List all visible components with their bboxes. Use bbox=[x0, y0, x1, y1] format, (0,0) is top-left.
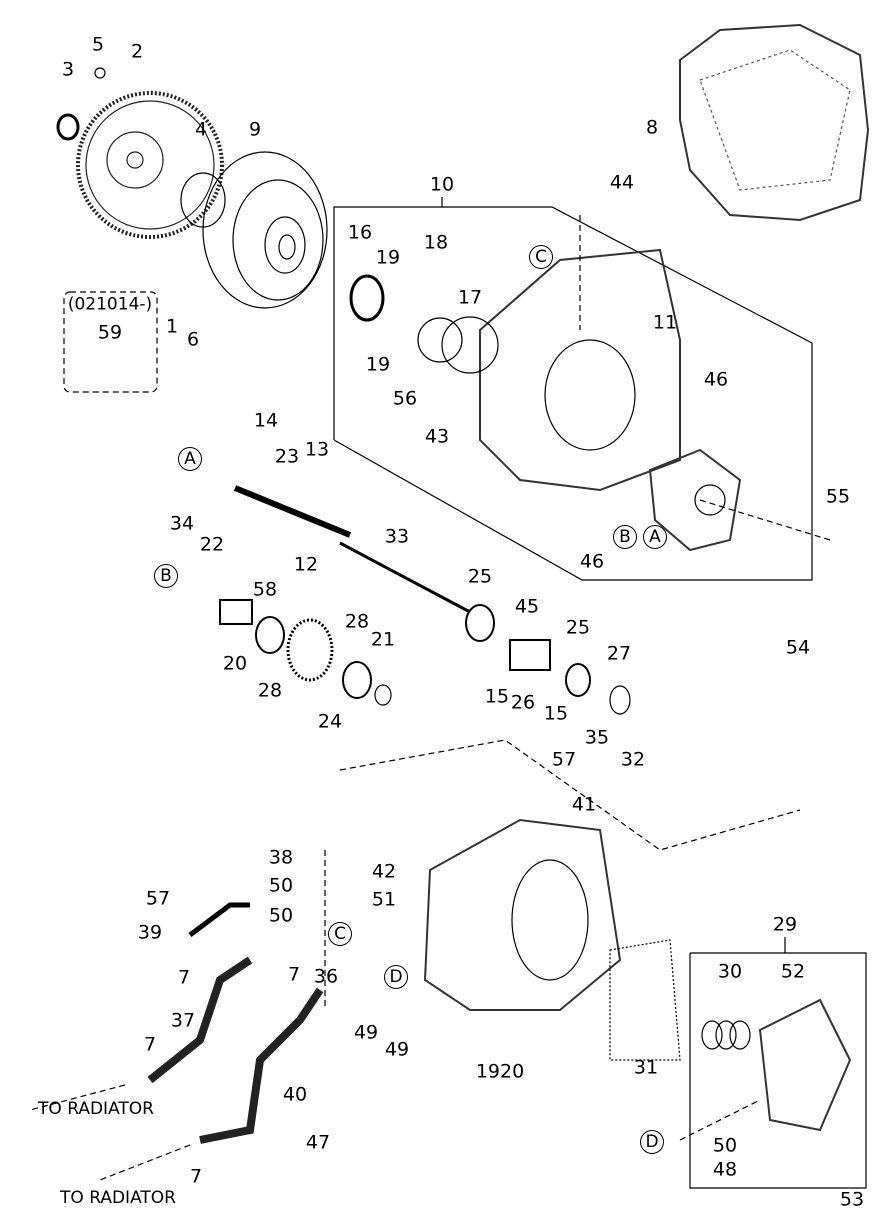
part-label[interactable]: 43 bbox=[424, 425, 450, 448]
part-label[interactable]: 1920 bbox=[475, 1060, 525, 1083]
reference-callout-a[interactable]: A bbox=[643, 525, 667, 549]
part-label[interactable]: 45 bbox=[514, 595, 540, 618]
part-label[interactable]: 14 bbox=[253, 409, 279, 432]
reference-callout-d[interactable]: D bbox=[384, 965, 408, 989]
part-label[interactable]: 56 bbox=[392, 387, 418, 410]
part-label[interactable]: 11 bbox=[652, 311, 678, 334]
part-label[interactable]: 59 bbox=[97, 321, 123, 344]
part-label[interactable]: 34 bbox=[169, 512, 195, 535]
part-label[interactable]: 50 bbox=[712, 1134, 738, 1157]
part-label[interactable]: 12 bbox=[293, 553, 319, 576]
part-label[interactable]: 53 bbox=[839, 1188, 865, 1211]
reference-callout-b[interactable]: B bbox=[613, 525, 637, 549]
part-label[interactable]: 18 bbox=[423, 231, 449, 254]
part-label[interactable]: 7 bbox=[287, 963, 301, 986]
part-label[interactable]: 31 bbox=[633, 1056, 659, 1079]
transaxle-assembly bbox=[679, 23, 870, 222]
part-label[interactable]: 49 bbox=[353, 1021, 379, 1044]
part-label[interactable]: 41 bbox=[571, 793, 597, 816]
part-label[interactable]: 33 bbox=[384, 525, 410, 548]
part-label[interactable]: 50 bbox=[268, 904, 294, 927]
part-label[interactable]: 9 bbox=[248, 118, 262, 141]
part-label[interactable]: 7 bbox=[143, 1033, 157, 1056]
part-label[interactable]: 19 bbox=[365, 353, 391, 376]
part-label[interactable]: 4 bbox=[194, 118, 208, 141]
group-box-29 bbox=[689, 952, 867, 1189]
part-label[interactable]: 13 bbox=[304, 438, 330, 461]
part-label[interactable]: 7 bbox=[177, 966, 191, 989]
part-label[interactable]: 27 bbox=[606, 642, 632, 665]
part-label[interactable]: 28 bbox=[257, 679, 283, 702]
applicability-note: (021014-) bbox=[67, 294, 153, 315]
part-label[interactable]: 35 bbox=[584, 726, 610, 749]
part-label[interactable]: 32 bbox=[620, 748, 646, 771]
part-label[interactable]: 44 bbox=[609, 171, 635, 194]
part-label[interactable]: 28 bbox=[344, 610, 370, 633]
part-label[interactable]: 37 bbox=[170, 1009, 196, 1032]
part-label[interactable]: 46 bbox=[703, 368, 729, 391]
part-label[interactable]: 8 bbox=[645, 116, 659, 139]
part-label[interactable]: 1 bbox=[165, 315, 179, 338]
part-label[interactable]: 21 bbox=[370, 628, 396, 651]
part-label[interactable]: 6 bbox=[186, 328, 200, 351]
group-box-10 bbox=[333, 206, 813, 581]
part-label[interactable]: 26 bbox=[510, 691, 536, 714]
part-label[interactable]: 36 bbox=[313, 965, 339, 988]
part-label[interactable]: 47 bbox=[305, 1131, 331, 1154]
part-label[interactable]: 29 bbox=[772, 913, 798, 936]
reference-callout-c[interactable]: C bbox=[529, 245, 553, 269]
part-label[interactable]: 49 bbox=[384, 1038, 410, 1061]
part-label[interactable]: 38 bbox=[268, 846, 294, 869]
to-radiator-note: TO RADIATOR bbox=[38, 1099, 154, 1119]
converter-housing bbox=[479, 248, 681, 492]
part-label[interactable]: 54 bbox=[785, 636, 811, 659]
transaxle-case bbox=[423, 818, 622, 1011]
part-label[interactable]: 42 bbox=[371, 860, 397, 883]
part-label[interactable]: 48 bbox=[712, 1158, 738, 1181]
part-label[interactable]: 24 bbox=[317, 710, 343, 733]
part-label[interactable]: 2 bbox=[130, 40, 144, 63]
part-label[interactable]: 17 bbox=[457, 286, 483, 309]
reference-callout-d[interactable]: D bbox=[640, 1130, 664, 1154]
torque-converter bbox=[202, 151, 328, 309]
part-label[interactable]: 52 bbox=[780, 960, 806, 983]
part-label[interactable]: 46 bbox=[579, 550, 605, 573]
part-label[interactable]: 57 bbox=[145, 887, 171, 910]
part-label[interactable]: 15 bbox=[484, 685, 510, 708]
part-label[interactable]: 51 bbox=[371, 888, 397, 911]
part-label[interactable]: 58 bbox=[252, 578, 278, 601]
part-label[interactable]: 23 bbox=[274, 445, 300, 468]
reference-callout-c[interactable]: C bbox=[328, 922, 352, 946]
part-label[interactable]: 7 bbox=[189, 1165, 203, 1188]
to-radiator-note: TO RADIATOR bbox=[60, 1188, 176, 1208]
part-label[interactable]: 5 bbox=[91, 33, 105, 56]
part-label[interactable]: 30 bbox=[717, 960, 743, 983]
part-label[interactable]: 15 bbox=[543, 702, 569, 725]
part-label[interactable]: 55 bbox=[825, 485, 851, 508]
part-label[interactable]: 25 bbox=[467, 565, 493, 588]
part-label[interactable]: 19 bbox=[375, 246, 401, 269]
part-label[interactable]: 10 bbox=[429, 173, 455, 196]
part-label[interactable]: 57 bbox=[551, 748, 577, 771]
group-box-59 bbox=[63, 291, 158, 393]
reference-callout-b[interactable]: B bbox=[154, 564, 178, 588]
part-label[interactable]: 40 bbox=[282, 1083, 308, 1106]
reference-callout-a[interactable]: A bbox=[178, 447, 202, 471]
part-label[interactable]: 39 bbox=[137, 921, 163, 944]
part-label[interactable]: 20 bbox=[222, 652, 248, 675]
part-label[interactable]: 16 bbox=[347, 221, 373, 244]
flywheel bbox=[76, 91, 224, 239]
part-label[interactable]: 22 bbox=[199, 533, 225, 556]
part-label[interactable]: 3 bbox=[61, 58, 75, 81]
part-label[interactable]: 50 bbox=[268, 874, 294, 897]
part-label[interactable]: 25 bbox=[565, 616, 591, 639]
